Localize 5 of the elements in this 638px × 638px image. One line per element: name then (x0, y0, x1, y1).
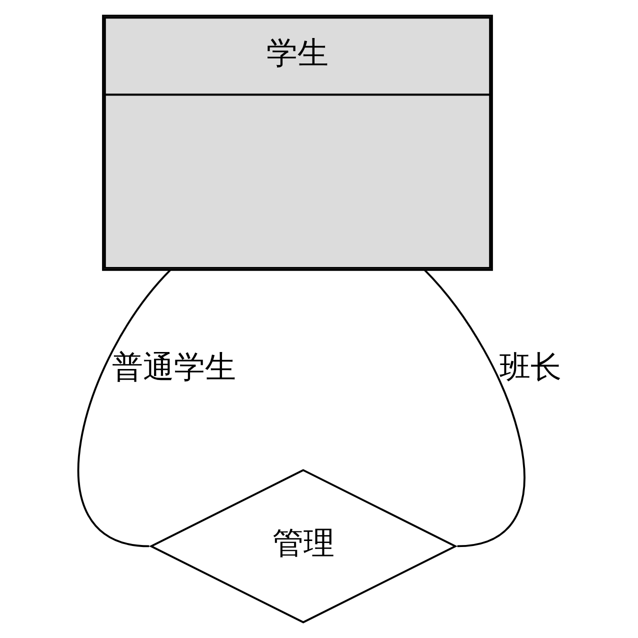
connector (423, 269, 525, 548)
connector (76, 269, 171, 548)
edge-label: 普通学生 (112, 349, 236, 386)
edge-label: 班长 (498, 349, 561, 386)
node-diamond: 管理 (148, 469, 458, 624)
